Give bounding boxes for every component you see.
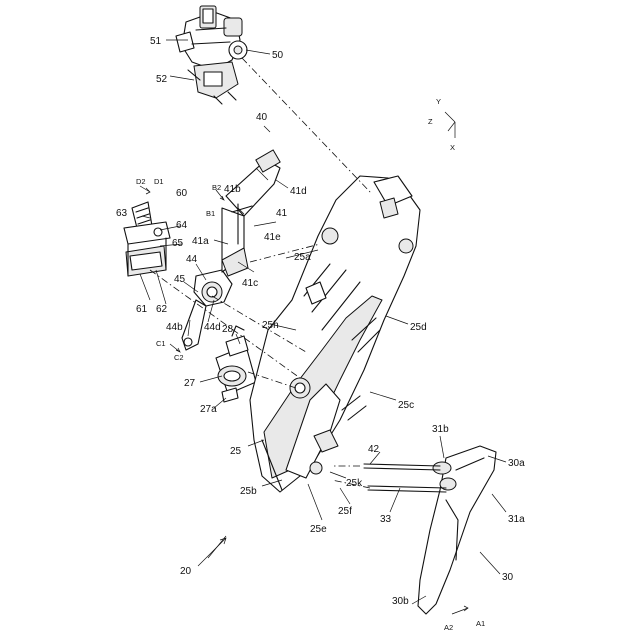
slider-bracket-41: [222, 150, 280, 276]
label-30a: 30a: [508, 458, 525, 469]
label-60: 60: [176, 188, 188, 199]
label-42: 42: [368, 444, 380, 455]
label-41c: 41c: [242, 278, 258, 289]
label-41a: 41a: [192, 236, 209, 247]
label-d1: D1: [154, 177, 164, 186]
label-63: 63: [116, 208, 128, 219]
label-62: 62: [156, 304, 168, 315]
label-25a: 25a: [294, 252, 311, 263]
label-25d: 25d: [410, 322, 427, 333]
label-44b: 44b: [166, 322, 183, 333]
axis-label-z: Z: [428, 117, 433, 126]
label-40: 40: [256, 112, 268, 123]
label-41e: 41e: [264, 232, 281, 243]
axis-label-x: X: [450, 143, 455, 152]
actuator-assembly-50: [176, 6, 247, 104]
label-41: 41: [276, 208, 288, 219]
clip-bracket-60: [124, 202, 170, 276]
label-c1: C1: [156, 339, 166, 348]
label-31a: 31a: [508, 514, 525, 525]
label-41d: 41d: [290, 186, 307, 197]
label-65: 65: [172, 238, 184, 249]
label-45: 45: [174, 274, 186, 285]
label-d2: D2: [136, 177, 146, 186]
lever-44: [182, 270, 232, 350]
label-41b: 41b: [224, 184, 241, 195]
label-27a: 27a: [200, 404, 217, 415]
label-25f: 25f: [338, 506, 352, 517]
label-44: 44: [186, 254, 198, 265]
label-25h: 25h: [262, 320, 279, 331]
label-20: 20: [180, 566, 192, 577]
label-b2: B2: [212, 183, 221, 192]
label-a1: A1: [476, 619, 485, 628]
label-33: 33: [380, 514, 392, 525]
label-28: 28: [222, 324, 234, 335]
label-31b: 31b: [432, 424, 449, 435]
label-25c: 25c: [398, 400, 414, 411]
label-b1: B1: [206, 209, 215, 218]
cylinder-27: [216, 326, 256, 402]
label-64: 64: [176, 220, 188, 231]
assembly-arrow-20: [198, 538, 226, 566]
label-a2: A2: [444, 623, 453, 632]
label-25e: 25e: [310, 524, 327, 535]
label-25: 25: [230, 446, 242, 457]
label-c2: C2: [174, 353, 184, 362]
coordinate-axes: Y Z X: [428, 97, 455, 152]
label-51: 51: [150, 36, 162, 47]
label-25k: 25k: [346, 478, 363, 489]
label-30b: 30b: [392, 596, 409, 607]
label-61: 61: [136, 304, 148, 315]
label-44d: 44d: [204, 322, 221, 333]
label-27: 27: [184, 378, 196, 389]
axis-label-y: Y: [436, 97, 441, 106]
label-30: 30: [502, 572, 514, 583]
label-52: 52: [156, 74, 168, 85]
label-50: 50: [272, 50, 284, 61]
handle-30: [418, 446, 496, 614]
label-25b: 25b: [240, 486, 257, 497]
